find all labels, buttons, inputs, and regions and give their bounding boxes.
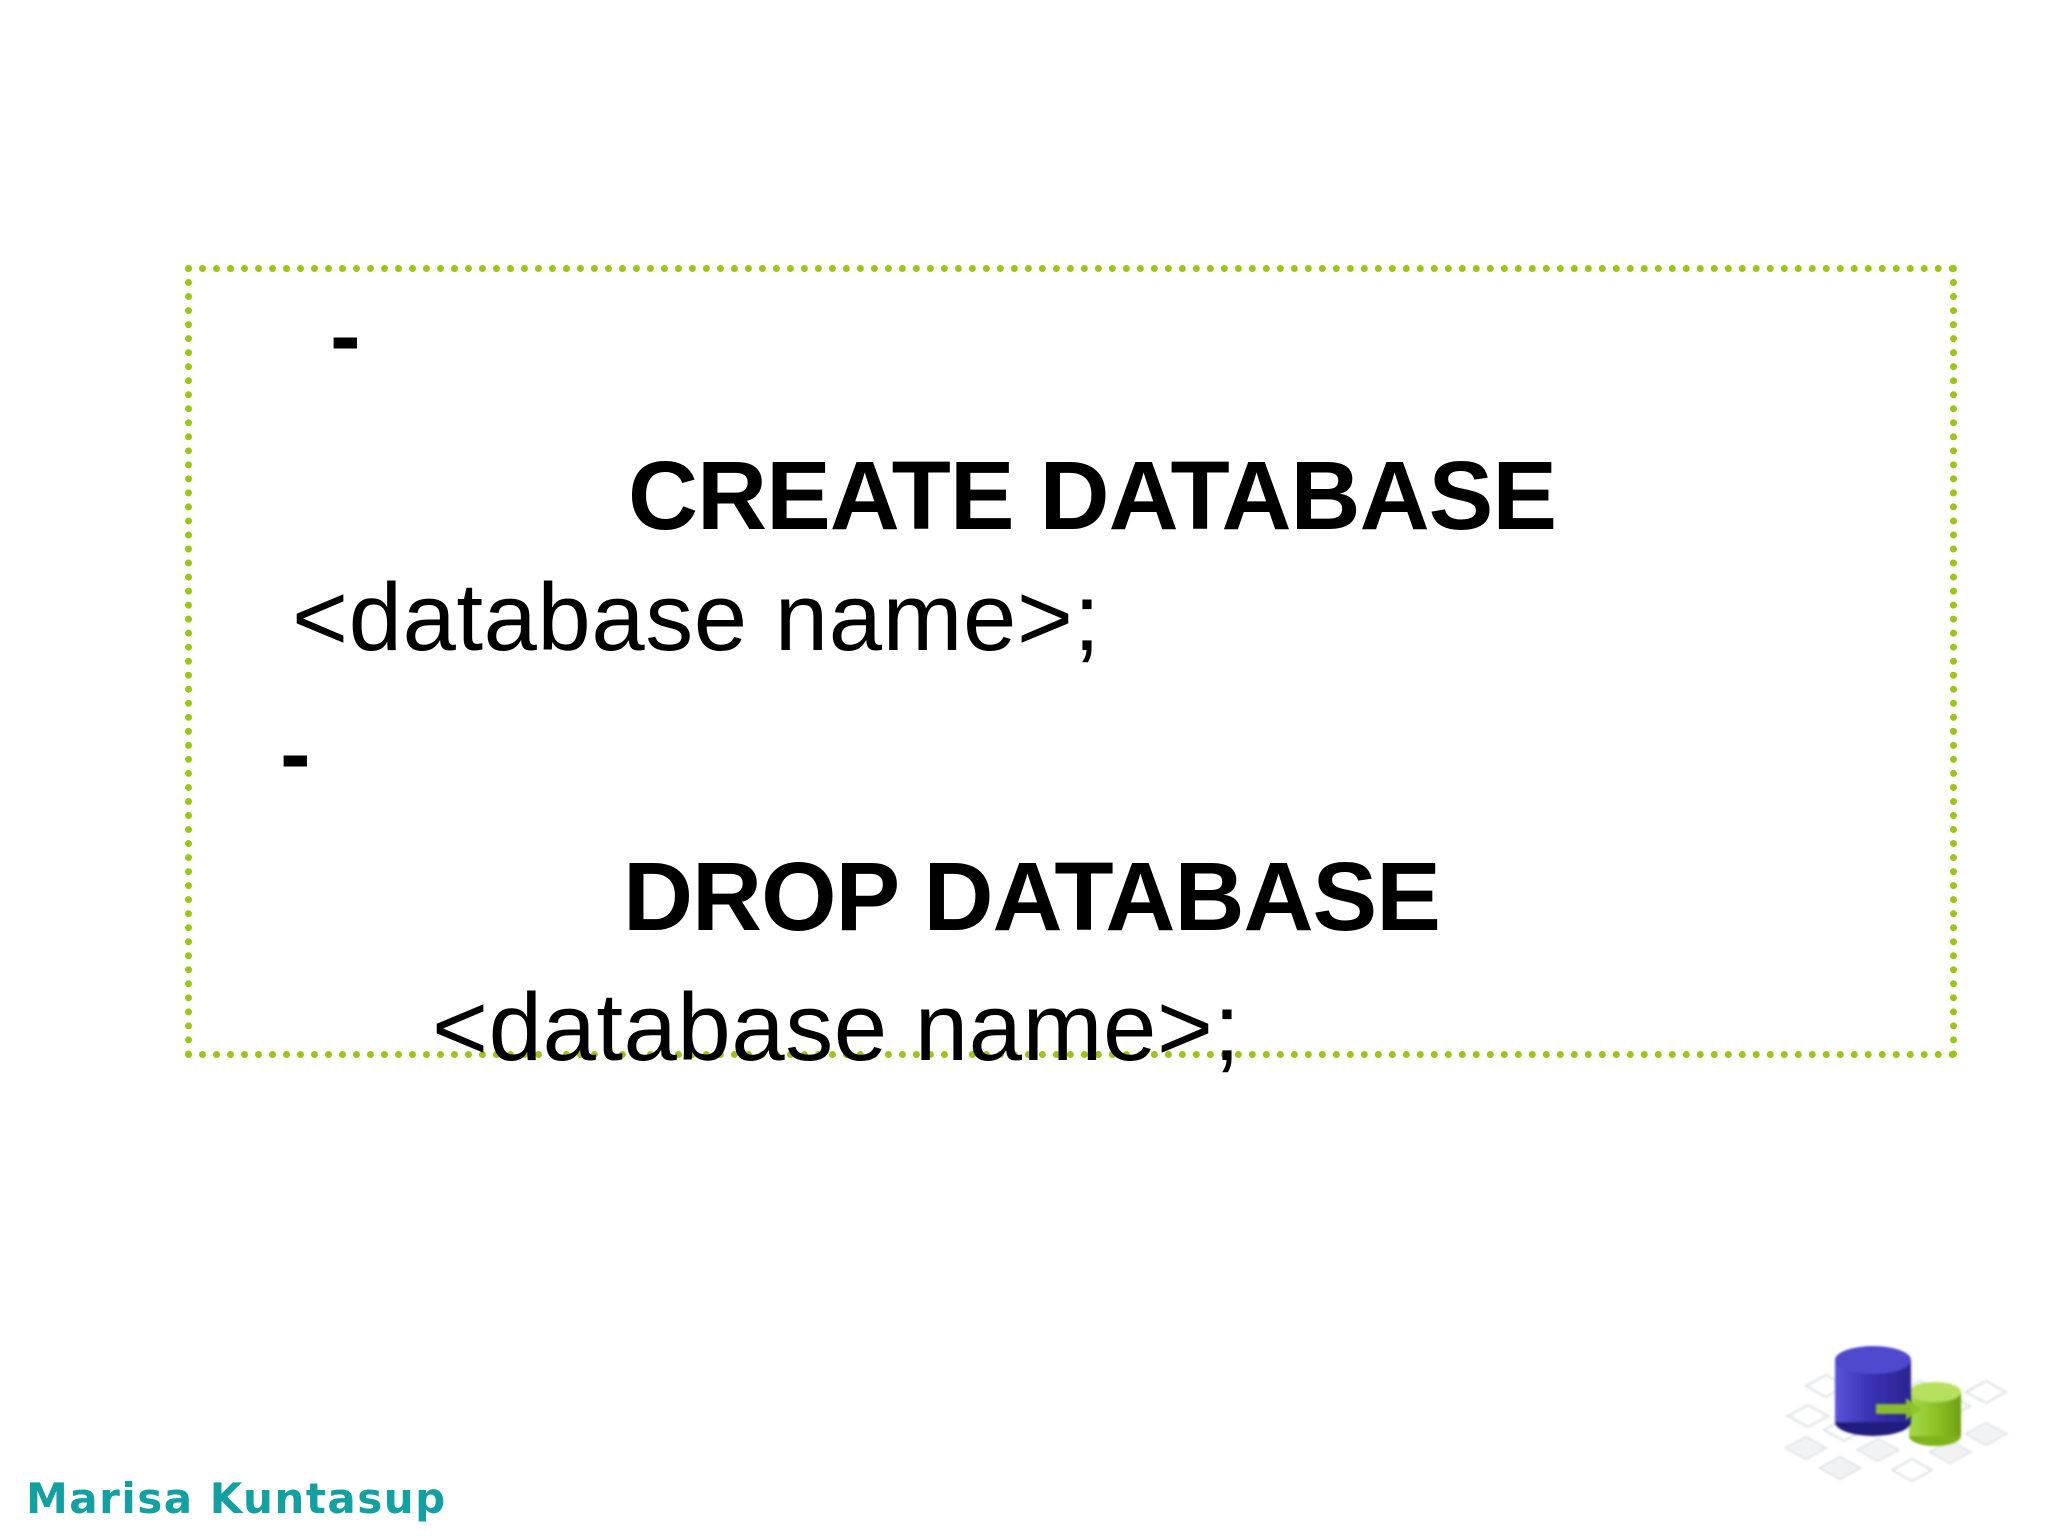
transfer-arrow-icon	[1876, 1398, 1921, 1420]
dash-bullet-create: -	[330, 285, 361, 387]
author-signature: Marisa Kuntasup	[26, 1474, 447, 1523]
green-cylinder-icon	[1909, 1382, 1961, 1446]
dotted-content-box	[185, 265, 1957, 1058]
create-database-keyword: CREATE DATABASE	[628, 441, 1557, 550]
create-database-argument: <database name>;	[292, 564, 1101, 671]
drop-database-keyword: DROP DATABASE	[623, 842, 1441, 951]
blue-cylinder-icon	[1835, 1346, 1911, 1436]
dash-bullet-drop: -	[280, 703, 311, 805]
drop-database-argument: <database name>;	[432, 974, 1241, 1081]
database-logo	[1780, 1330, 2010, 1490]
